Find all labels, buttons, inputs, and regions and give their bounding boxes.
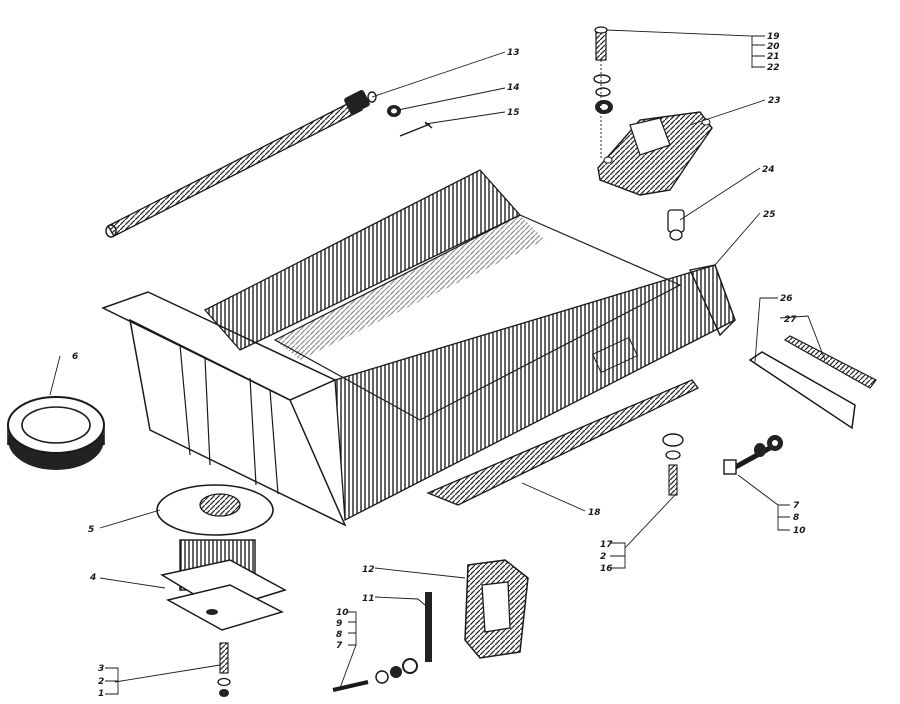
pin-15	[399, 121, 433, 137]
bearing-housing-4	[160, 539, 287, 631]
label-1: 1	[98, 689, 104, 699]
label-2-b: 2	[600, 552, 606, 562]
ring-6	[7, 396, 105, 470]
plate-26	[748, 351, 856, 430]
rod-11	[425, 592, 432, 662]
angle-strip-18	[426, 379, 699, 506]
nut-14	[387, 105, 401, 117]
label-26: 26	[780, 294, 793, 304]
label-24: 24	[762, 165, 775, 175]
label-6: 6	[72, 352, 78, 362]
shaft-13	[105, 90, 377, 238]
label-19: 19	[767, 32, 780, 42]
label-3: 3	[98, 664, 104, 674]
part-labels: 13 14 15 19 20 21 22 23 24 25 26 27 6 5 …	[72, 32, 806, 699]
label-18: 18	[588, 508, 601, 518]
label-11: 11	[362, 594, 375, 604]
label-2: 2	[98, 677, 104, 687]
platform-body	[101, 169, 736, 527]
label-7-b: 7	[336, 641, 343, 651]
label-21: 21	[767, 52, 780, 62]
turntable-5	[156, 484, 274, 536]
bracket-23	[597, 111, 713, 196]
label-5: 5	[88, 525, 94, 535]
bolt-7-10	[723, 435, 783, 475]
label-10: 10	[793, 526, 806, 536]
label-7: 7	[793, 501, 800, 511]
cover-12	[464, 559, 529, 659]
label-13: 13	[507, 48, 520, 58]
label-8-b: 8	[336, 630, 342, 640]
leader-lines	[49, 29, 826, 695]
label-20: 20	[767, 42, 780, 52]
label-27: 27	[784, 315, 797, 325]
bolt-stack-19-22	[593, 26, 613, 160]
bolt-7-10-bottom	[332, 658, 418, 692]
label-14: 14	[507, 83, 520, 93]
label-16: 16	[600, 564, 613, 574]
label-12: 12	[362, 565, 375, 575]
strip-27	[783, 335, 877, 389]
label-10-b: 10	[336, 608, 349, 618]
label-23: 23	[768, 96, 781, 106]
label-17: 17	[600, 540, 613, 550]
label-22: 22	[767, 63, 780, 73]
label-9-b: 9	[336, 619, 342, 629]
pin-24	[667, 209, 685, 241]
label-8: 8	[793, 513, 799, 523]
label-4: 4	[89, 573, 96, 583]
bolt-1-3	[217, 642, 231, 697]
bolt-stack-16-17	[662, 433, 684, 496]
label-15: 15	[507, 108, 520, 118]
label-25: 25	[763, 210, 776, 220]
